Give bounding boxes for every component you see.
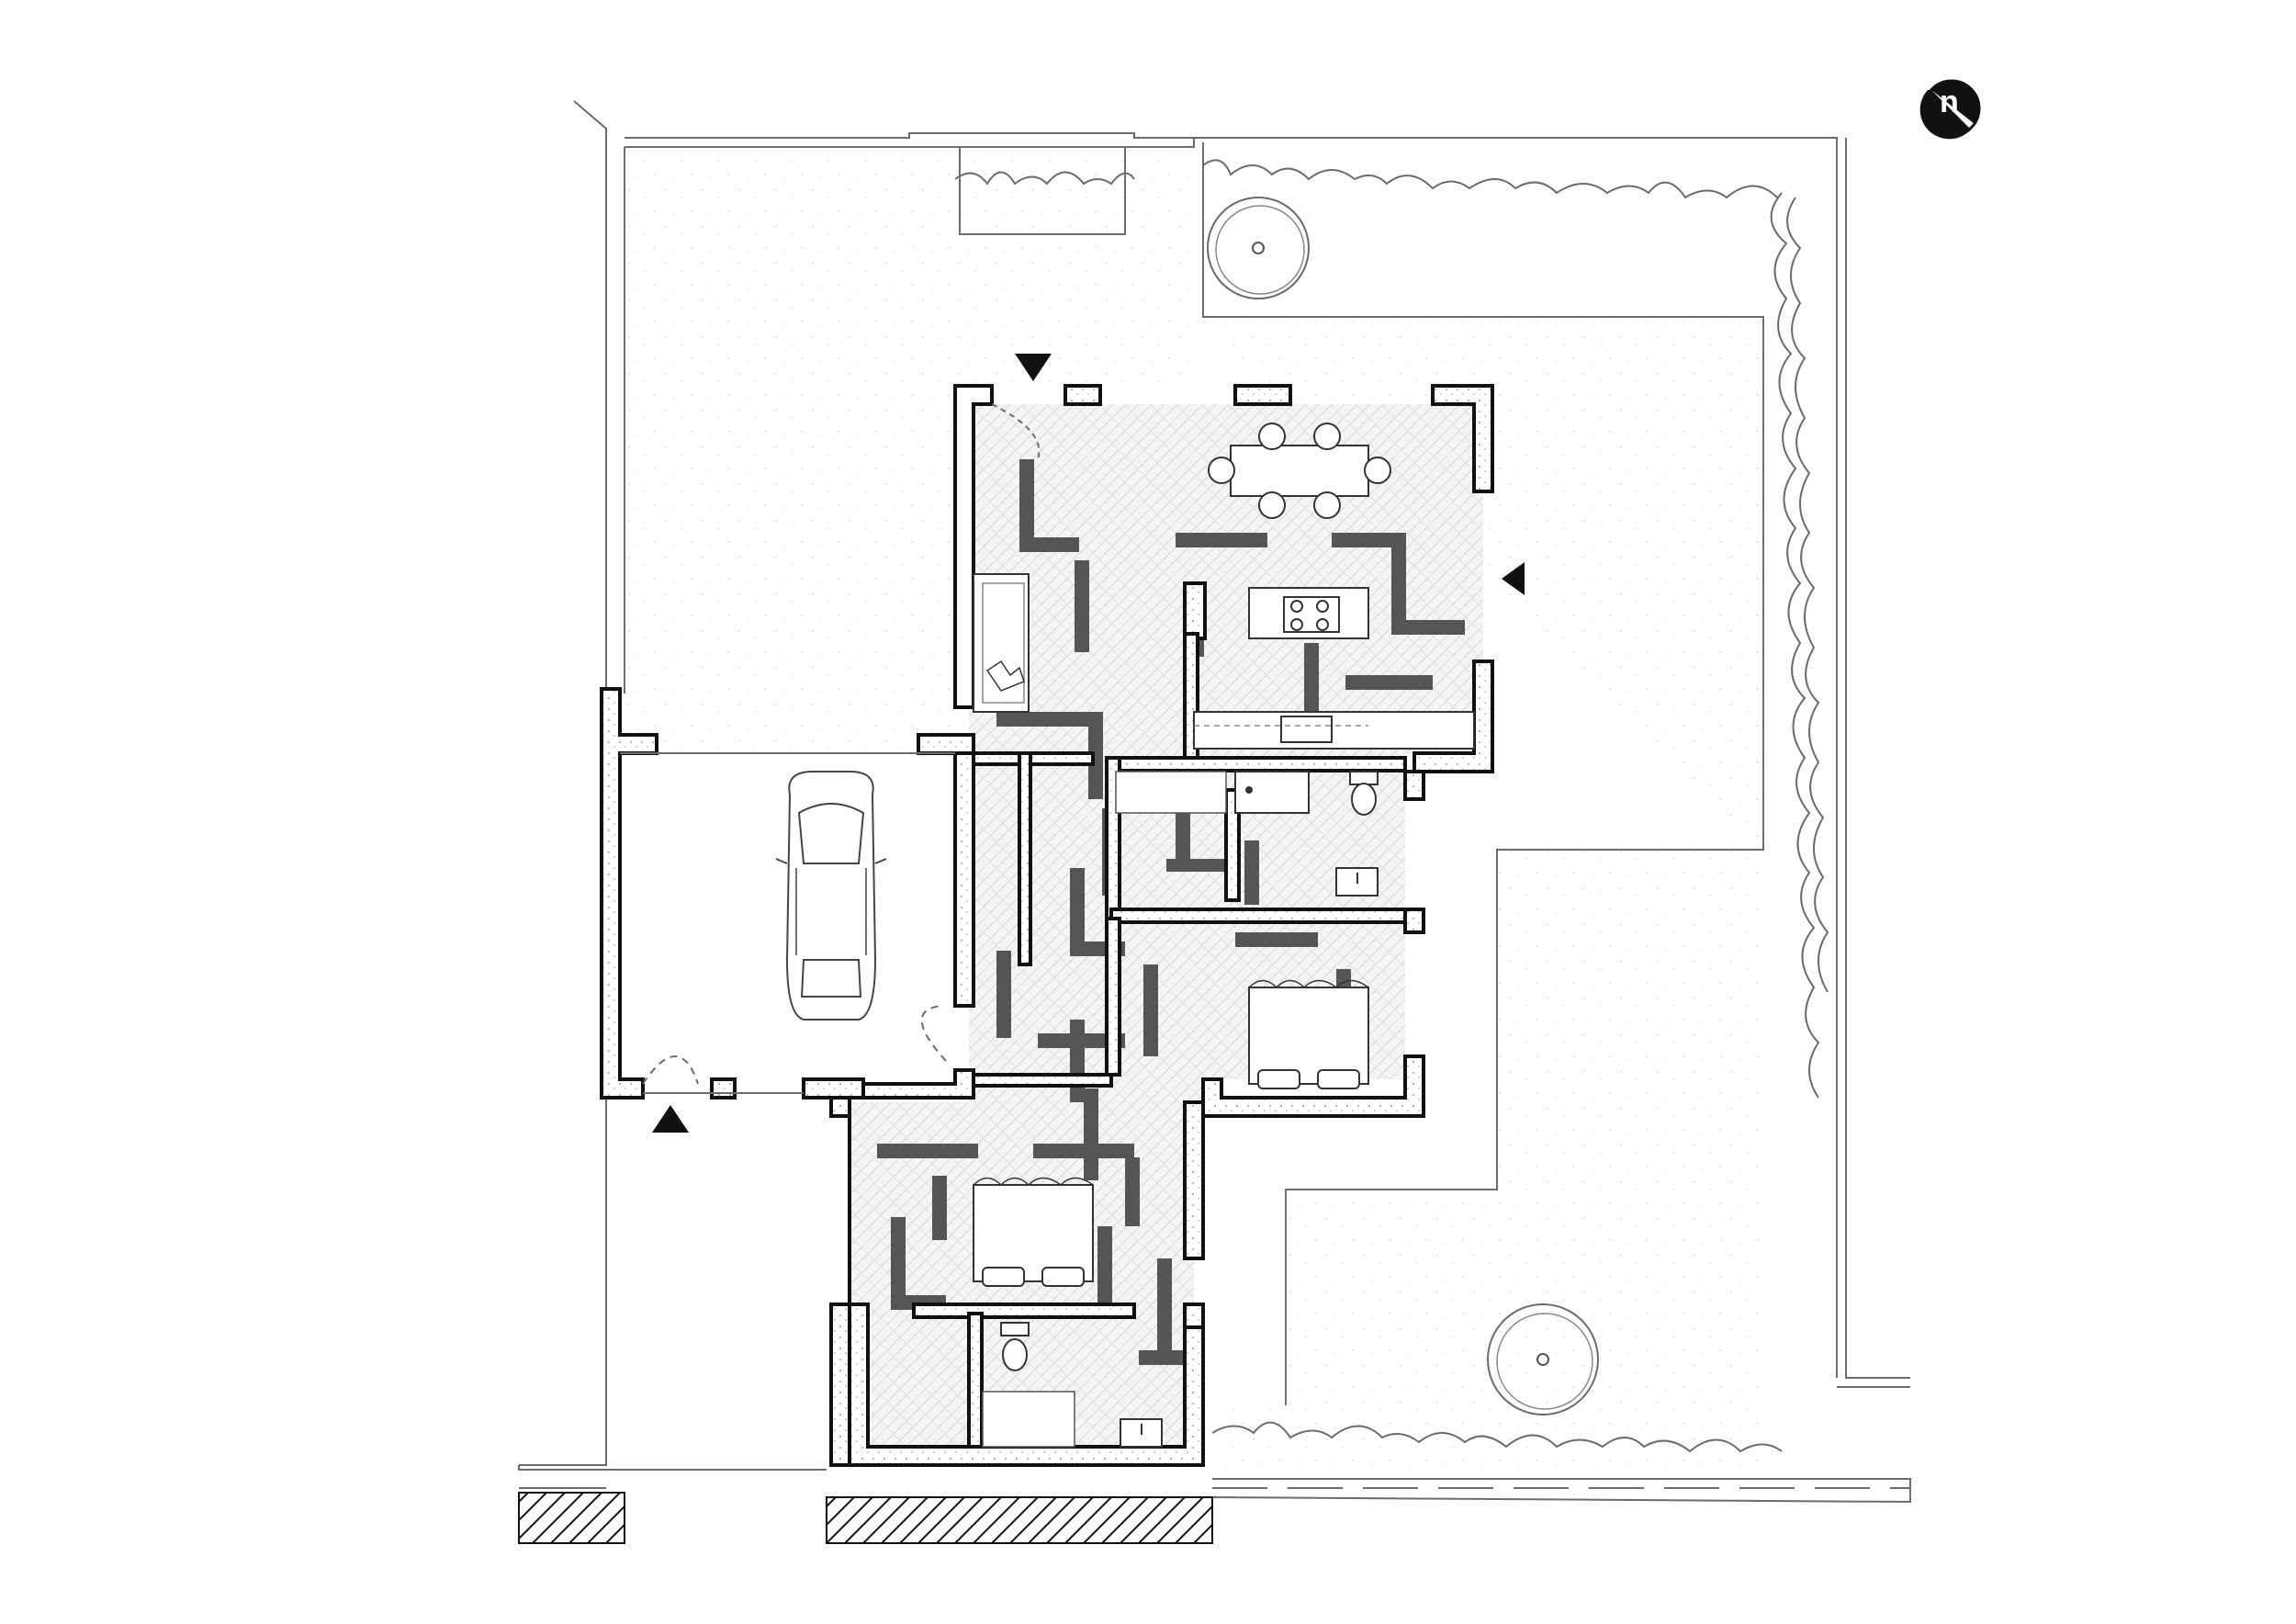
tree-north [1207,197,1310,299]
east-lawn [1203,321,1763,1470]
north-planter [959,146,1126,235]
bathroom-north [1115,771,1379,897]
property-line-west [519,100,607,1466]
wall-garage-west [600,687,658,1100]
wall-bedroom-se [1201,1054,1425,1118]
toilet-icon [1349,771,1379,816]
garage-door-swing [642,1055,699,1085]
site [518,100,1911,1544]
wall-north-west-corner [953,384,994,709]
hedge-south [1211,1421,1783,1453]
north-compass: n [1919,79,1981,140]
cooktop-island [1248,587,1369,639]
dining-table [1208,423,1391,519]
wall-south-lower-left [829,1303,851,1467]
wall-garage-south-mid [710,1077,737,1100]
garage [620,752,955,1094]
neighbour-hatch-west [518,1492,625,1544]
north-door-swing [991,403,1041,460]
west-lawn [625,156,1194,749]
wall-kitchen-divider [1183,632,1199,773]
neighbour-hatch-center [826,1496,1213,1544]
bathroom-south [982,1322,1163,1448]
wall-bedroom-north [1109,908,1407,924]
compass-label: n [1940,85,1959,119]
south-edge [518,1465,827,1489]
furniture [973,403,1475,1448]
inner-lawn-edge [1202,142,1764,1405]
toilet-icon [1000,1322,1030,1371]
wall-kitchen-stub [1183,581,1207,640]
wall-hall-south [972,1073,1113,1088]
compass-half-icon [1931,81,1980,124]
planter-shrub [954,171,1135,186]
wall-hall-v1 [1018,751,1032,966]
sink-icon [1120,1418,1163,1448]
south-boundary [1211,1478,1911,1504]
tree-south [1487,1303,1599,1415]
wall-garage-east-top [917,733,975,755]
wall-south-notch [1183,1303,1205,1329]
wall-bedroom-east [1403,908,1425,934]
wall-bath-north [1105,756,1407,773]
garage-entrance-arrow-icon [652,1105,689,1133]
boundary-north [625,132,1194,139]
hedge-east-2 [1786,197,1829,993]
east-boundary [1837,138,1910,1388]
bed-south [973,1177,1094,1287]
car-icon [775,771,887,1021]
kitchen-counter [1193,711,1475,750]
wall-bedroom-v [1105,917,1121,1077]
wall-bath-partition [912,1303,1136,1319]
sofa [973,573,1030,713]
wall-north-seg-2 [1064,384,1102,406]
wall-north-east-corner [1431,384,1494,493]
wall-garage-east-bottom [852,1068,975,1100]
wall-main-west-lower [953,733,975,1008]
wall-bath-inner [1224,788,1241,902]
wall-bath-split [967,1312,984,1449]
hall-door-swing [920,1005,947,1062]
wall-hall-horizontal [972,751,1095,766]
wall-north-seg-3 [1233,384,1292,406]
bed-east [1248,979,1369,1089]
entrance-markers [652,354,1525,1133]
hedge-east [1770,192,1820,1099]
hedge-north [1202,159,1778,199]
north-entrance-arrow-icon [1015,354,1052,381]
east-entrance-arrow-icon [1502,562,1525,595]
sink-icon [1335,867,1379,897]
wall-garage-south-east [802,1077,865,1100]
wall-bathroom-east [1403,770,1425,801]
wall-south-block-east [1183,1100,1205,1260]
